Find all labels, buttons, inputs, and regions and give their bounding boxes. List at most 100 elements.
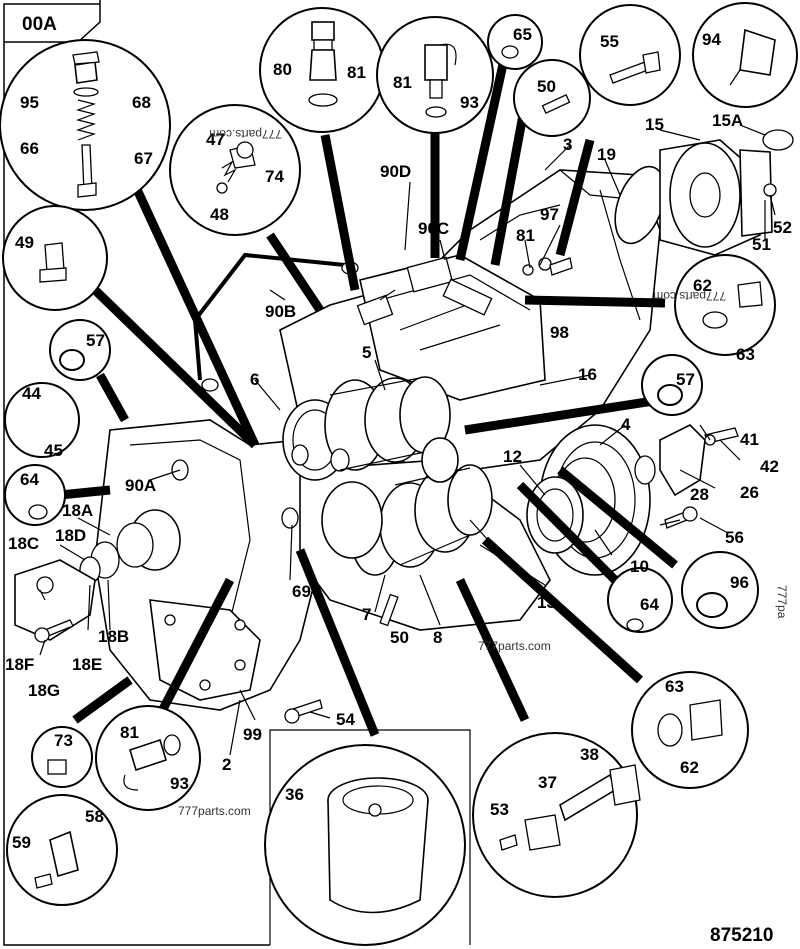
detail-bubble-58-59 — [6, 794, 118, 906]
callout-66: 66 — [20, 139, 39, 158]
callout-80: 80 — [273, 60, 292, 79]
callout-64-left: 64 — [20, 470, 39, 489]
callout-8: 8 — [433, 628, 442, 647]
callout-52: 52 — [773, 218, 792, 237]
callout-94: 94 — [702, 30, 721, 49]
watermark-4: 777parts.com — [178, 804, 251, 818]
callout-63-lower: 63 — [665, 677, 684, 696]
detail-bubble-solenoid-93 — [376, 16, 494, 134]
callout-7: 7 — [362, 605, 371, 624]
gear-cluster-5 — [282, 376, 451, 481]
callout-42: 42 — [760, 457, 779, 476]
callout-74: 74 — [265, 167, 284, 186]
callout-18F: 18F — [5, 655, 34, 674]
callout-59: 59 — [12, 833, 31, 852]
callout-12: 12 — [503, 447, 522, 466]
detail-bubble-94 — [692, 2, 798, 108]
callout-3: 3 — [563, 135, 572, 154]
callout-54: 54 — [336, 710, 355, 729]
callout-2: 2 — [222, 755, 231, 774]
callout-18C: 18C — [8, 534, 39, 553]
detail-bubble-36-oil-filter — [264, 744, 466, 946]
callout-55: 55 — [600, 32, 619, 51]
callout-37: 37 — [538, 773, 557, 792]
callout-47: 47 — [206, 130, 225, 149]
figure-id: 00A — [22, 14, 57, 35]
detail-bubble-62-63-right — [674, 254, 776, 356]
callout-93-top: 93 — [460, 93, 479, 112]
callout-38: 38 — [580, 745, 599, 764]
leader-lines — [39, 124, 776, 756]
watermark-3: 777parts.com — [478, 639, 551, 653]
detail-bubble-49 — [2, 205, 108, 311]
callout-57-left: 57 — [86, 331, 105, 350]
callout-57-right: 57 — [676, 370, 695, 389]
callout-50-top: 50 — [537, 77, 556, 96]
callout-4: 4 — [621, 415, 631, 434]
detail-bubble-57-right — [641, 354, 703, 416]
callout-48: 48 — [210, 205, 229, 224]
callout-99: 99 — [243, 725, 262, 744]
coupling-15 — [614, 129, 794, 256]
callout-15A: 15A — [712, 111, 743, 130]
callout-67: 67 — [134, 149, 153, 168]
output-shaft-group — [14, 509, 181, 643]
page-frame — [3, 0, 270, 946]
callout-90A: 90A — [125, 476, 156, 495]
callout-62-lower: 62 — [680, 758, 699, 777]
callout-26: 26 — [740, 483, 759, 502]
detail-bubble-81-93-lower — [95, 705, 201, 811]
callout-5: 5 — [362, 343, 371, 362]
callout-56: 56 — [725, 528, 744, 547]
callout-73: 73 — [54, 731, 73, 750]
detail-bubble-check-valve — [169, 104, 301, 236]
callout-18D: 18D — [55, 526, 86, 545]
watermark-2: 777parts.com — [653, 289, 726, 303]
callout-62-right: 62 — [693, 276, 712, 295]
callout-18B: 18B — [98, 627, 129, 646]
detail-bubble-73 — [31, 726, 93, 788]
callout-13: 13 — [537, 593, 556, 612]
detail-bubble-44-45 — [4, 382, 80, 458]
callout-36: 36 — [285, 785, 304, 804]
callout-18E: 18E — [72, 655, 102, 674]
callout-28: 28 — [690, 485, 709, 504]
callout-6: 6 — [250, 370, 259, 389]
callout-95: 95 — [20, 93, 39, 112]
callout-15: 15 — [645, 115, 664, 134]
callout-beams — [59, 54, 678, 737]
callout-labels: 2 3 4 5 6 7 8 10 12 13 15 15A 16 18A 18B… — [5, 25, 792, 852]
callout-65: 65 — [513, 25, 532, 44]
detail-bubble-96 — [681, 551, 759, 629]
callout-19: 19 — [597, 145, 616, 164]
watermark-5: 777pa — [775, 585, 789, 619]
callout-53: 53 — [490, 800, 509, 819]
detail-bubble-64-right — [607, 567, 673, 633]
detail-bubble-62-63-lower — [631, 671, 749, 789]
detail-bubble-64-left — [4, 464, 66, 526]
callout-18A: 18A — [62, 501, 93, 520]
callout-50-bottom: 50 — [390, 628, 409, 647]
callout-90D: 90D — [380, 162, 411, 181]
callout-81-c: 81 — [516, 226, 535, 245]
callout-98: 98 — [550, 323, 569, 342]
yoke-26 — [634, 424, 739, 529]
detail-bubble-55 — [579, 4, 681, 106]
callout-51: 51 — [752, 235, 771, 254]
gear-cluster-8 — [321, 464, 493, 576]
callout-10: 10 — [630, 557, 649, 576]
callout-49: 49 — [15, 233, 34, 252]
callout-16: 16 — [578, 365, 597, 384]
callout-68: 68 — [132, 93, 151, 112]
callout-44: 44 — [22, 384, 41, 403]
callout-90B: 90B — [265, 302, 296, 321]
detail-bubble-relief-valve — [0, 39, 171, 211]
detail-bubble-57-left — [49, 319, 111, 381]
detail-bubble-50 — [513, 59, 591, 137]
callout-93-lower: 93 — [170, 774, 189, 793]
callout-18G: 18G — [28, 681, 60, 700]
callout-97: 97 — [540, 205, 559, 224]
callout-63-right: 63 — [736, 345, 755, 364]
callout-90C: 90C — [418, 219, 449, 238]
